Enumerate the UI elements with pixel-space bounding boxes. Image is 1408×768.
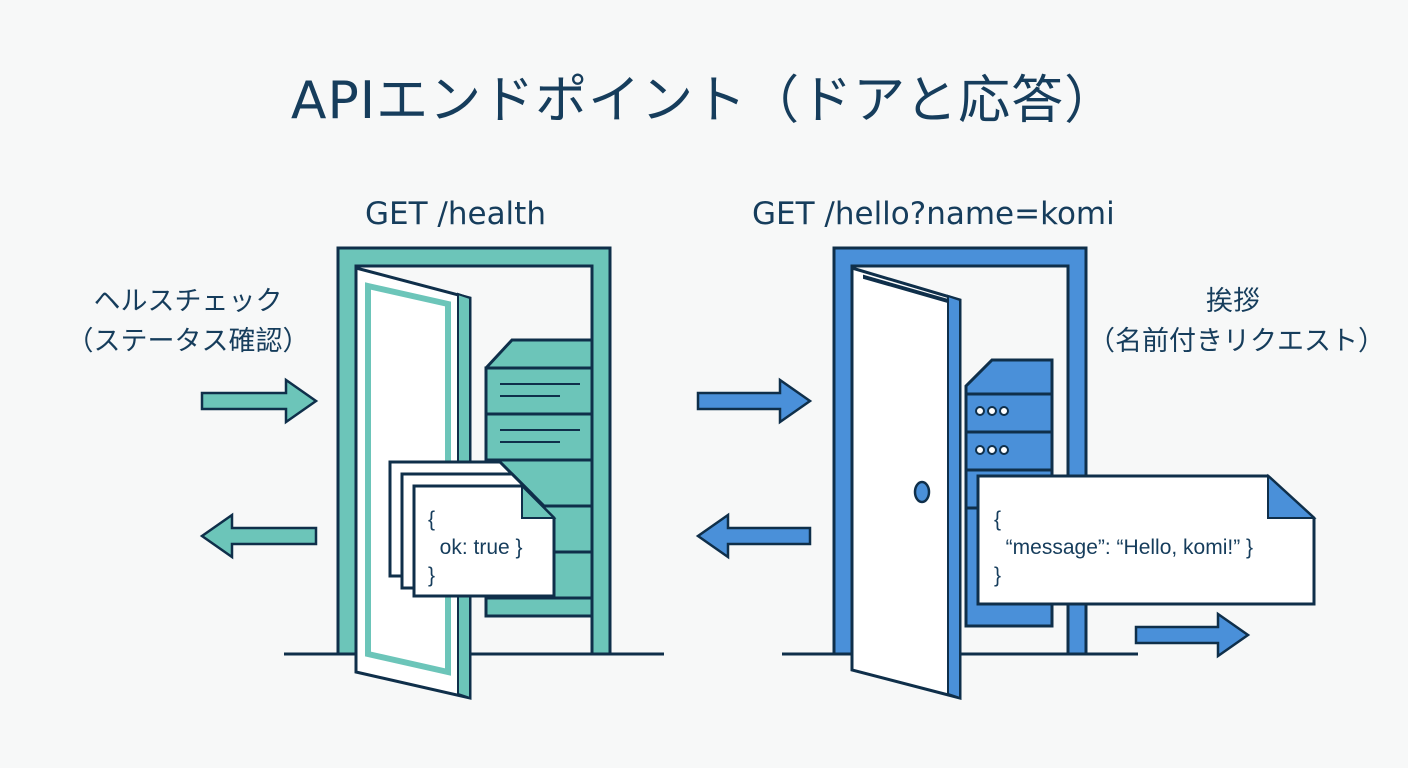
health-response-document [388, 460, 557, 598]
hello-code-line-3: } [994, 564, 1002, 587]
health-code-line-2: ok: true } [428, 536, 523, 559]
health-code-line-1: { [428, 508, 436, 531]
health-code-line-3: } [428, 564, 436, 587]
health-check-title: ヘルスチェック [93, 286, 283, 317]
health-response-arrow [199, 512, 318, 560]
greeting-subtitle: （名前付きリクエスト） [1088, 326, 1385, 357]
health-response-code: { ok: true }} [428, 506, 523, 590]
greeting-title: 挨拶 [1206, 286, 1260, 317]
door-knob-icon [913, 480, 931, 504]
hello-response-document [976, 473, 1317, 606]
health-door-inset [365, 282, 451, 676]
hello-response-arrow [695, 512, 812, 560]
diagram-title: APIエンドポイント（ドアと応答） [290, 71, 1118, 131]
hello-code-line-2: “message”: “Hello, komi!” } [994, 536, 1254, 559]
health-door-group [199, 246, 664, 700]
hello-response-code: { “message”: “Hello, komi!” }} [994, 506, 1253, 590]
hello-endpoint-label: GET /hello?name=komi [752, 196, 1115, 232]
health-endpoint-label: GET /health [365, 196, 546, 232]
hello-code-line-1: { [994, 508, 1002, 531]
hello-door-panel [850, 265, 962, 700]
health-check-description: ヘルスチェック （ステータス確認） [58, 282, 318, 362]
hello-output-arrow [1134, 611, 1251, 659]
greeting-description: 挨拶 （名前付きリクエスト） [1088, 282, 1385, 362]
hello-request-arrow [696, 377, 813, 425]
hello-door-group [695, 246, 1317, 700]
health-request-arrow [200, 377, 319, 425]
health-check-subtitle: （ステータス確認） [66, 326, 310, 357]
